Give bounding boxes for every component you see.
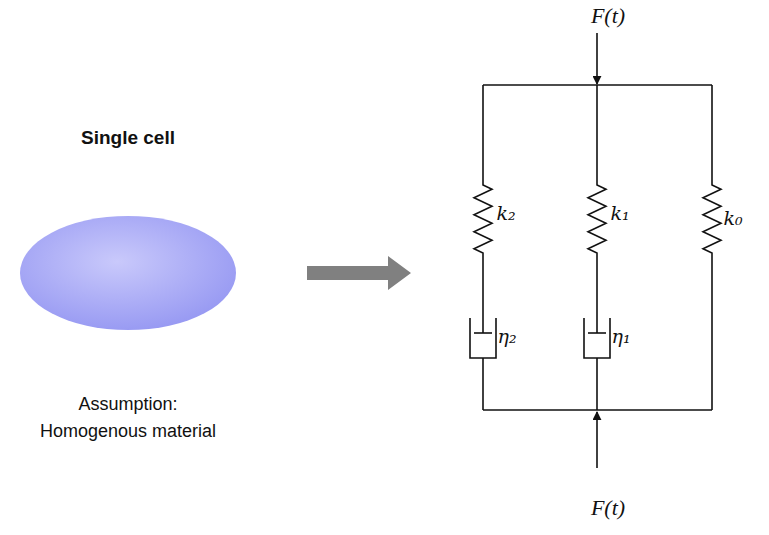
dashpot-cup	[470, 318, 496, 358]
spring-symbol	[703, 180, 721, 258]
wire	[596, 358, 598, 410]
piston-rod	[596, 258, 598, 333]
dashpot-cup	[584, 318, 610, 358]
force-label: F(t)	[591, 3, 625, 29]
wire	[711, 258, 713, 410]
piston-plate	[474, 332, 492, 334]
wire	[482, 85, 484, 180]
dashpot-label: η₂	[498, 325, 517, 347]
spring-label: k₁	[610, 202, 629, 224]
assumption-note: Assumption: Homogenous material	[31, 391, 226, 445]
spring-symbol	[588, 180, 606, 258]
force-arrow	[596, 412, 598, 468]
piston-rod	[482, 258, 484, 333]
spring-symbol	[474, 180, 492, 258]
block-arrow	[307, 256, 411, 290]
dashpot-label: η₁	[612, 325, 631, 347]
wire	[596, 85, 598, 180]
force-label: F(t)	[591, 495, 625, 521]
spring-label: k₀	[723, 207, 742, 229]
cell-ellipse	[20, 216, 236, 330]
wire	[482, 358, 484, 410]
piston-plate	[588, 332, 606, 334]
spring-label: k₂	[496, 202, 515, 224]
wire	[711, 85, 713, 180]
mechanical-model	[470, 33, 721, 468]
cell-title: Single cell	[81, 127, 175, 149]
force-arrow	[596, 33, 598, 84]
